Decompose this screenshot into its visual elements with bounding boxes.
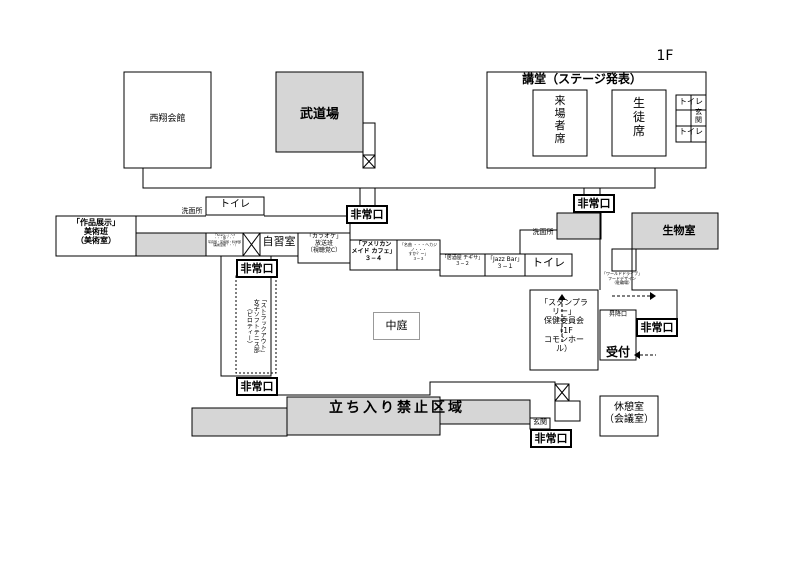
stair-x-line-2 [362, 154, 376, 169]
class-3-4-label: 「アメリカン メイド カフェ」 ３−４ [351, 241, 396, 262]
emergency-exit-right-mid: 非常口 [636, 318, 678, 337]
right-stair [611, 248, 637, 272]
drive-arrow-head [650, 292, 656, 300]
class-3-3-box [396, 239, 441, 271]
bottom-stair-block [554, 400, 581, 422]
bottom-left-gray [191, 407, 288, 437]
tennis-club-label: 「ストラックアウト」 女子ソフトテニス部 （ピロティー） [242, 282, 272, 370]
courtyard-label: 中庭 [373, 312, 420, 340]
stamp-rally-label: 「スタンプラ リー」 保健委員会 （1F コモンホー ル） [540, 298, 588, 353]
visitor-seats-label: 来 場 者 席 [554, 94, 566, 145]
study-room-label: 自習室 [262, 235, 296, 248]
bottom-corridor-line [271, 381, 556, 396]
reception-label: 受付 [605, 345, 630, 359]
emergency-exit-left-lower: 非常口 [236, 377, 278, 396]
emergency-exit-left-upper: 非常口 [236, 259, 278, 278]
art-room [55, 215, 137, 257]
rest-room-box [599, 395, 659, 437]
floor-label: 1F [656, 48, 674, 64]
aud-entrance-label: 玄 関 [695, 108, 702, 125]
class-3-2-label: 「居酒屋 チギサ」 ３−２ [441, 255, 484, 267]
aud-toilet-2-label: トイレ [679, 127, 703, 136]
drive-note-label: 「ワールドドライブ」 フードデザイン （駐輪場） [602, 271, 642, 286]
stamp-rally-box [529, 289, 599, 371]
budojo-label: 武道場 [299, 107, 339, 122]
laundry-right-label: 洗面所 [532, 228, 554, 236]
student-seats-label: 生 徒 席 [632, 96, 645, 138]
tennis-club-text: 「ストラックアウト」 女子ソフトテニス部 （ピロティー） [245, 296, 267, 356]
emergency-exit-right-top: 非常口 [573, 194, 615, 213]
study-stair-x2 [242, 232, 261, 257]
aud-toilet-1-label: トイレ [679, 97, 703, 106]
corridor-link-1 [359, 188, 376, 205]
right-gray-block [556, 212, 602, 240]
class-3-3-label: 「名曲 ・・・ヘカジノ・・・ すか？ー」 ３−３ [399, 242, 438, 261]
entrance-bottom-label: 玄関 [533, 418, 547, 426]
laundry-left-label: 洗面所 [181, 207, 203, 215]
student-seats-box [611, 89, 667, 157]
karaoke-label: 「カラオケ」 放送班 （視聴覚C） [305, 233, 342, 254]
biology-room-label: 生物室 [662, 224, 696, 237]
left-wing-gray [135, 232, 207, 257]
restricted-area-label: 立ち入り禁止区域 [329, 400, 465, 416]
auditorium-building [486, 71, 707, 169]
small-club-label: 「Scary...」〜? ・・・部・・・ 写真部・英語部・科学部 （美術室前・・… [207, 233, 241, 248]
shoe-entrance-label: 昇降口 [608, 311, 627, 318]
reception-arrow-head [634, 351, 640, 359]
toilet-top-box [205, 196, 265, 216]
class-3-4-box [349, 239, 398, 271]
stamp-arrow-head [558, 294, 566, 300]
bottom-right-gray [439, 399, 531, 425]
art-exhibit-label: 「作品展示」 美術班 （美術室） [72, 218, 120, 246]
biology-room-box [631, 212, 719, 250]
toilet-mid-box [524, 253, 573, 277]
class-3-1-label: 「Jazz Bar」 ３−１ [487, 256, 523, 270]
karaoke-box [297, 232, 351, 264]
seisho-hall-label: 西翔会館 [149, 114, 186, 124]
top-corridor [142, 168, 656, 189]
auditorium-label: 講堂（ステージ発表） [522, 72, 642, 86]
emergency-exit-bottom: 非常口 [530, 429, 572, 448]
restricted-area-box [286, 396, 441, 436]
visitor-seats-box [532, 89, 588, 157]
shoe-entrance-box [599, 309, 637, 361]
rest-room-label: 休憩室 （会議室） [604, 402, 654, 425]
seisho-hall-building [123, 71, 212, 169]
right-corridor-line [599, 213, 678, 330]
budojo-building [275, 71, 364, 153]
bottom-stair-x2 [554, 383, 570, 402]
emergency-exit-top: 非常口 [346, 205, 388, 224]
toilet-top-label: トイレ [220, 199, 250, 210]
toilet-mid-label: トイレ [532, 256, 565, 269]
